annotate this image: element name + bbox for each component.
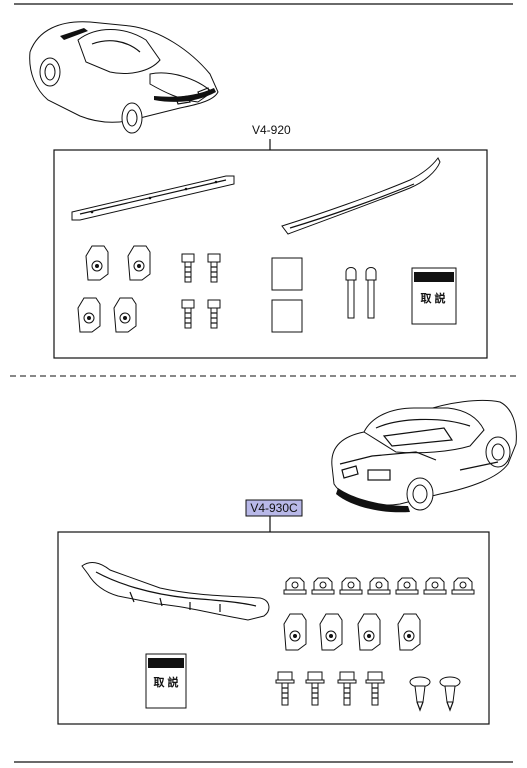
pin-icon xyxy=(345,267,377,319)
push-rivet-icon xyxy=(409,676,461,712)
kit-box-upper xyxy=(53,149,488,359)
part-code-lower[interactable]: V4-930C xyxy=(250,501,298,515)
instruction-manual-icon: 取 説 xyxy=(145,653,187,709)
clip-nut-icon xyxy=(77,245,151,333)
car-rear-view-icon xyxy=(29,21,219,134)
part-code-lower-highlight[interactable] xyxy=(245,499,303,517)
trim-strip-icon xyxy=(71,175,235,221)
manual-label-upper: 取 説 xyxy=(420,291,445,305)
car-rear-quarter-icon xyxy=(331,400,517,513)
bolt-icon xyxy=(275,671,385,706)
bolt-icon xyxy=(181,253,221,329)
kit-box-lower xyxy=(57,531,490,725)
manual-label-lower: 取 説 xyxy=(153,675,178,689)
clip-nut-icon xyxy=(283,613,421,651)
flange-nut-icon xyxy=(283,577,475,595)
part-code-upper: V4-920 xyxy=(252,123,291,137)
rear-spoiler-icon xyxy=(281,157,441,235)
rear-diffuser-icon xyxy=(81,562,270,621)
adhesive-pad-icon xyxy=(271,257,303,333)
instruction-manual-icon: 取 説 xyxy=(411,267,457,325)
